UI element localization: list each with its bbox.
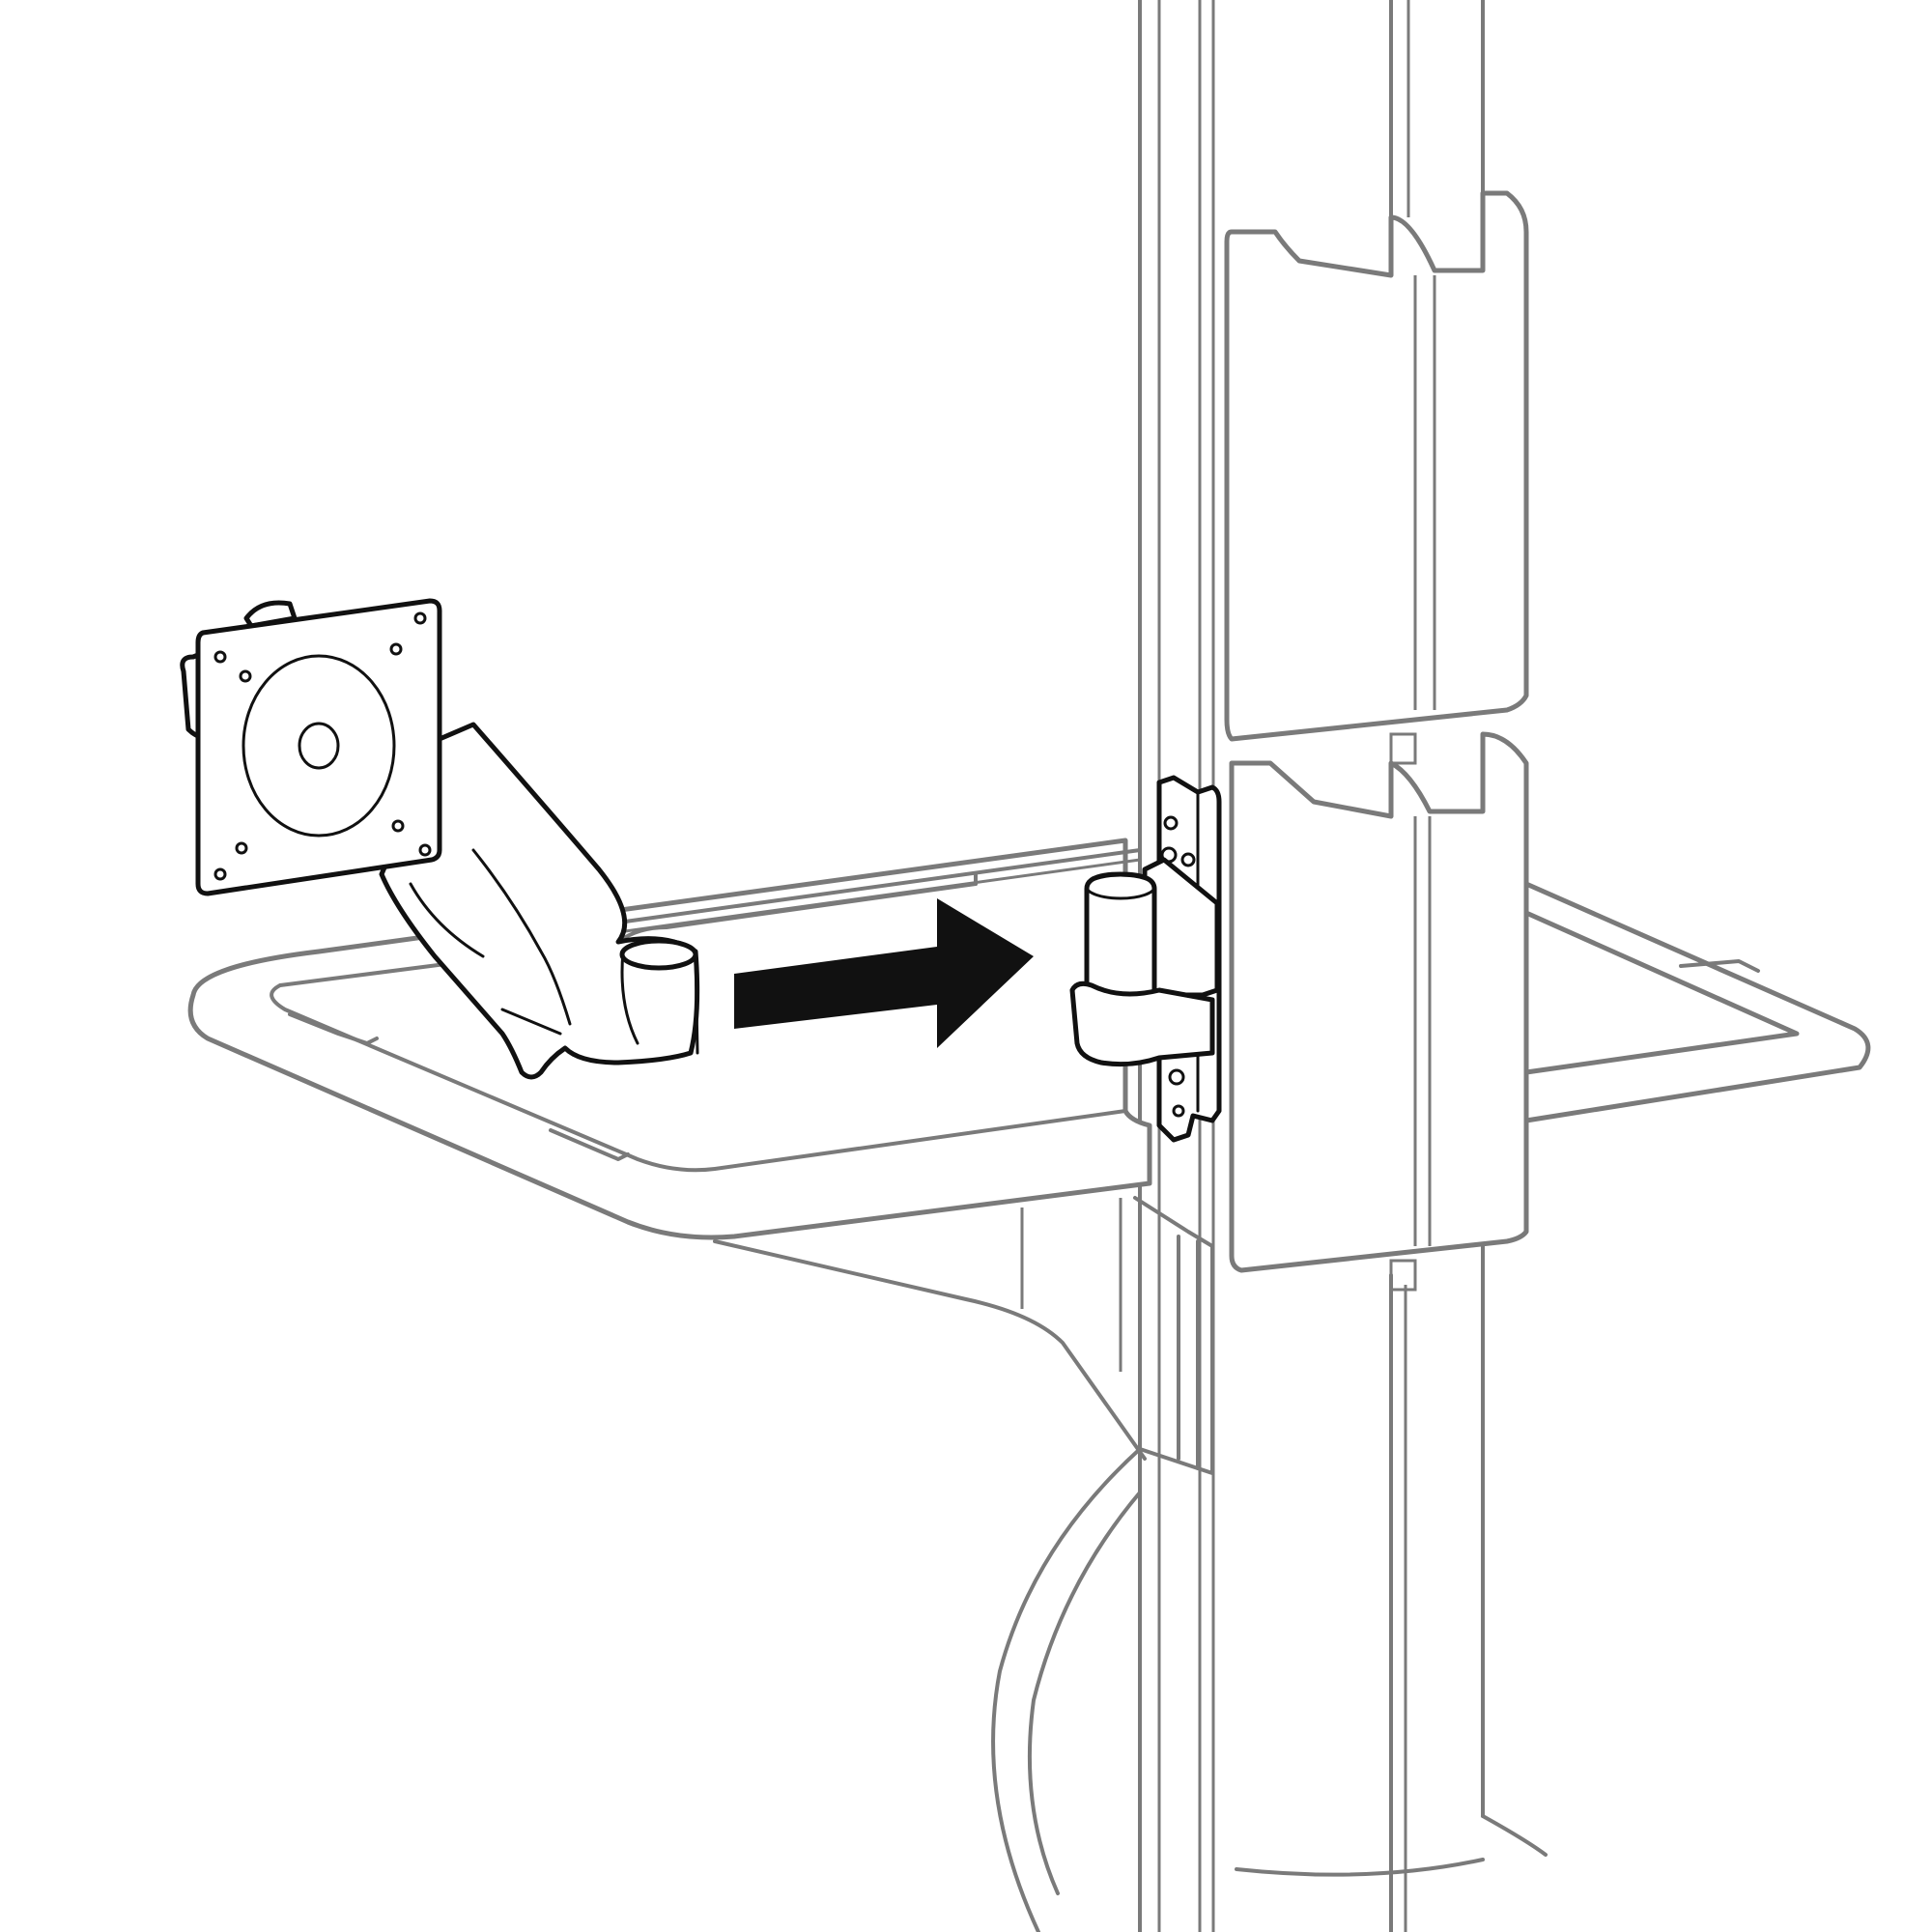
insert-arrow (734, 898, 1034, 1048)
post-mount-bracket (1069, 775, 1222, 1143)
shelf-support (713, 1196, 1214, 1932)
cable-cover-upper (1224, 190, 1529, 742)
vesa-mount-plate (195, 598, 442, 896)
cable-cover-lower (1229, 731, 1529, 1292)
